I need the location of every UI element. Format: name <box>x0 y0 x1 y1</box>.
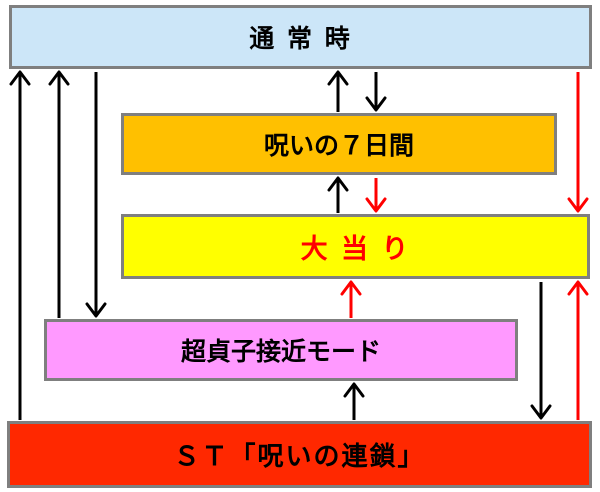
arrow-st_chain-to-super_chance <box>343 382 365 420</box>
arrow-curse7-to-jackpot <box>365 178 387 213</box>
arrow-st_chain-to-normal <box>9 70 31 420</box>
arrow-super_chance-to-jackpot <box>340 280 362 318</box>
st-curse-chain-box: ＳＴ「呪いの連鎖」 <box>7 421 592 488</box>
arrow-normal-to-super_chance <box>85 72 107 318</box>
normal-state-label: 通 常 時 <box>249 24 352 53</box>
arrowhead <box>340 280 362 296</box>
arrow-st_chain-to-jackpot <box>567 280 589 420</box>
jackpot-label: 大 当 り <box>300 234 411 265</box>
st-curse-chain-label: ＳＴ「呪いの連鎖」 <box>173 442 426 472</box>
arrowhead <box>365 197 387 213</box>
arrowhead <box>567 197 589 213</box>
arrowhead <box>9 70 31 86</box>
arrow-super_chance-to-normal <box>48 70 70 318</box>
normal-state-box: 通 常 時 <box>9 5 592 69</box>
jackpot-box: 大 当 り <box>121 214 590 279</box>
arrowhead <box>567 280 589 296</box>
curse-7-days-label: 呪いの７日間 <box>263 131 414 160</box>
arrow-jackpot-to-st_chain <box>530 282 552 420</box>
arrow-curse7-to-normal <box>327 70 349 112</box>
arrow-normal-to-curse7 <box>365 72 387 112</box>
super-sadako-mode-label: 超貞子接近モード <box>180 337 381 366</box>
arrowhead <box>343 382 365 398</box>
arrowhead <box>327 70 349 86</box>
arrowhead <box>85 302 107 318</box>
super-sadako-mode-box: 超貞子接近モード <box>44 319 518 381</box>
arrowhead <box>530 404 552 420</box>
arrow-normal-to-jackpot <box>567 72 589 213</box>
arrowhead <box>48 70 70 86</box>
arrow-jackpot-to-curse7 <box>327 176 349 213</box>
arrowhead <box>365 96 387 112</box>
arrowhead <box>327 176 349 192</box>
curse-7-days-box: 呪いの７日間 <box>121 113 557 175</box>
